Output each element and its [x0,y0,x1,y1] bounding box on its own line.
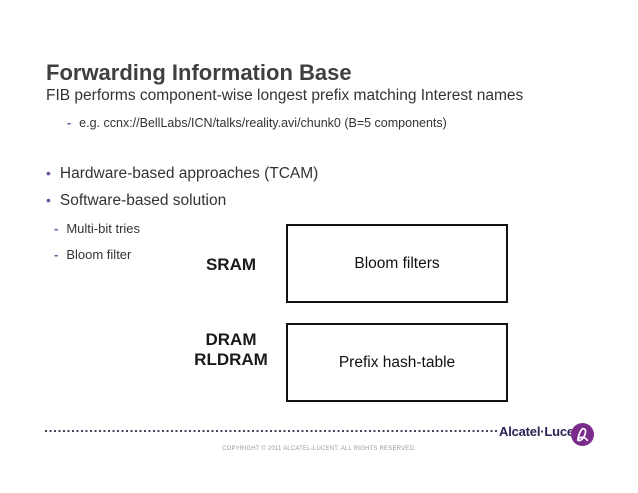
brand-wordmark: Alcatel·Lucent [499,424,586,439]
bullet-software: • Software-based solution [46,191,226,210]
slide-title: Forwarding Information Base [46,59,352,85]
intro-example-text: e.g. ccnx://BellLabs/ICN/talks/reality.a… [79,116,447,130]
subbullet-bloom-label: Bloom filter [66,247,132,262]
dash-bullet-icon: - [54,247,59,262]
dash-bullet-icon: - [54,221,59,236]
bullet-dot-icon: • [46,192,51,208]
memory-label-dram-rldram: DRAM RLDRAM [176,330,286,370]
memory-label-sram: SRAM [205,255,257,274]
intro-text: FIB performs component-wise longest pref… [46,87,524,104]
footer-dotted-rule [45,430,497,433]
subbullet-multibit-tries: -Multi-bit tries [54,221,140,237]
diagram-box-prefix-hash-table: Prefix hash-table [286,323,508,402]
bullet-hardware: • Hardware-based approaches (TCAM) [46,164,318,183]
dash-bullet-icon: - [67,116,72,130]
copyright-text: COPYRIGHT © 2011 ALCATEL-LUCENT. ALL RIG… [222,446,416,452]
bullet-dot-icon: • [46,165,51,181]
memory-label-dram: DRAM [205,330,257,349]
diagram-box-prefix-label: Prefix hash-table [338,353,456,371]
subbullet-multibit-label: Multi-bit tries [66,221,141,236]
bullet-hardware-label: Hardware-based approaches (TCAM) [59,165,319,182]
alcatel-lucent-logo-icon [571,423,594,446]
subbullet-bloom-filter: -Bloom filter [54,247,131,263]
intro-example-line: -e.g. ccnx://BellLabs/ICN/talks/reality.… [67,115,447,131]
diagram-box-bloom-filters: Bloom filters [286,224,508,303]
memory-label-rldram: RLDRAM [194,350,268,369]
bullet-software-label: Software-based solution [59,192,227,209]
diagram-box-bloom-label: Bloom filters [354,254,440,272]
